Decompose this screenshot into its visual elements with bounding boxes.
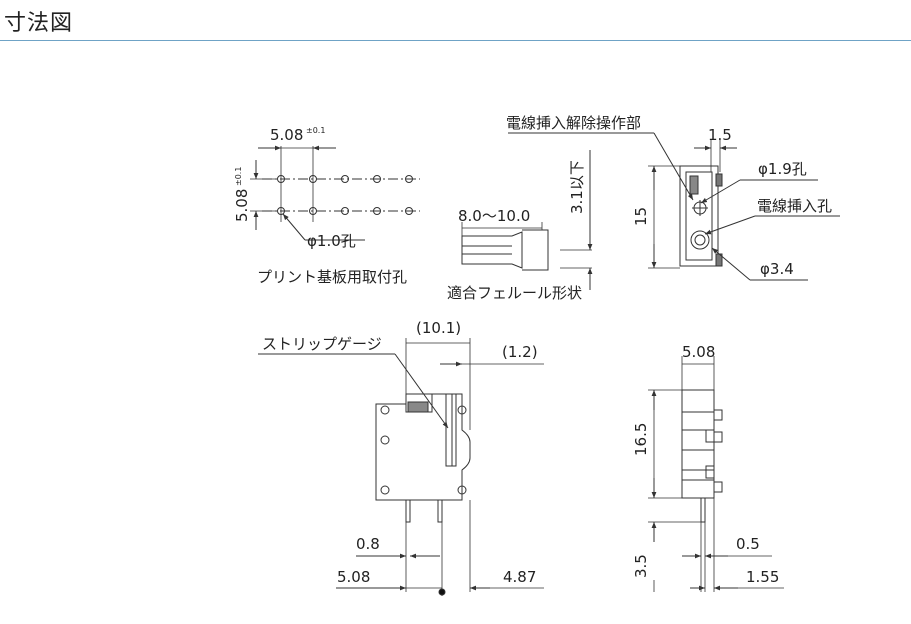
- pcb-pitch-y-label: 5.08: [233, 189, 251, 222]
- pcb-pitch-x-label: 5.08: [270, 126, 303, 144]
- front-view-drawing: [258, 338, 544, 596]
- front-view-offset-label: (1.2): [502, 343, 538, 361]
- side-view-width-label: 5.08: [682, 343, 715, 361]
- side-view-drawing: [648, 356, 784, 592]
- release-hole-label: φ1.9孔: [758, 160, 807, 178]
- pcb-hole-diameter-label: φ1.0孔: [307, 232, 356, 250]
- top-view-height-label: 15: [632, 207, 650, 226]
- page-title: 寸法図: [4, 11, 74, 36]
- ferrule-width-label: 3.1以下: [568, 160, 586, 214]
- pcb-hole-pattern: [250, 145, 420, 241]
- wire-hole-diameter-label: φ3.4: [760, 260, 794, 278]
- strip-gauge-label: ストリップゲージ: [262, 335, 382, 353]
- ferrule-length-label: 8.0〜10.0: [458, 207, 530, 225]
- page-header: 寸法図: [0, 0, 911, 41]
- pcb-pitch-x-tolerance: ±0.1: [306, 126, 325, 135]
- pcb-hole-caption: プリント基板用取付孔: [257, 268, 407, 286]
- release-operation-label: 電線挿入解除操作部: [506, 114, 641, 132]
- pin-thickness-label: 0.5: [736, 535, 760, 553]
- ferrule-drawing: [461, 150, 593, 290]
- pin-length-label: 3.5: [632, 554, 650, 578]
- side-view-height-label: 16.5: [632, 423, 650, 456]
- right-pitch-label: 4.87: [503, 568, 536, 586]
- ferrule-caption: 適合フェルール形状: [447, 284, 582, 302]
- left-pitch-label: 5.08: [337, 568, 370, 586]
- top-view-drawing: [508, 132, 840, 281]
- pcb-pitch-y-tolerance: ±0.1: [234, 167, 243, 186]
- pin-width-label: 0.8: [356, 535, 380, 553]
- wire-insertion-hole-label: 電線挿入孔: [757, 197, 832, 215]
- pin-offset-label: 1.55: [746, 568, 779, 586]
- front-view-overall-label: (10.1): [416, 319, 461, 337]
- top-view-width-label: 1.5: [708, 126, 732, 144]
